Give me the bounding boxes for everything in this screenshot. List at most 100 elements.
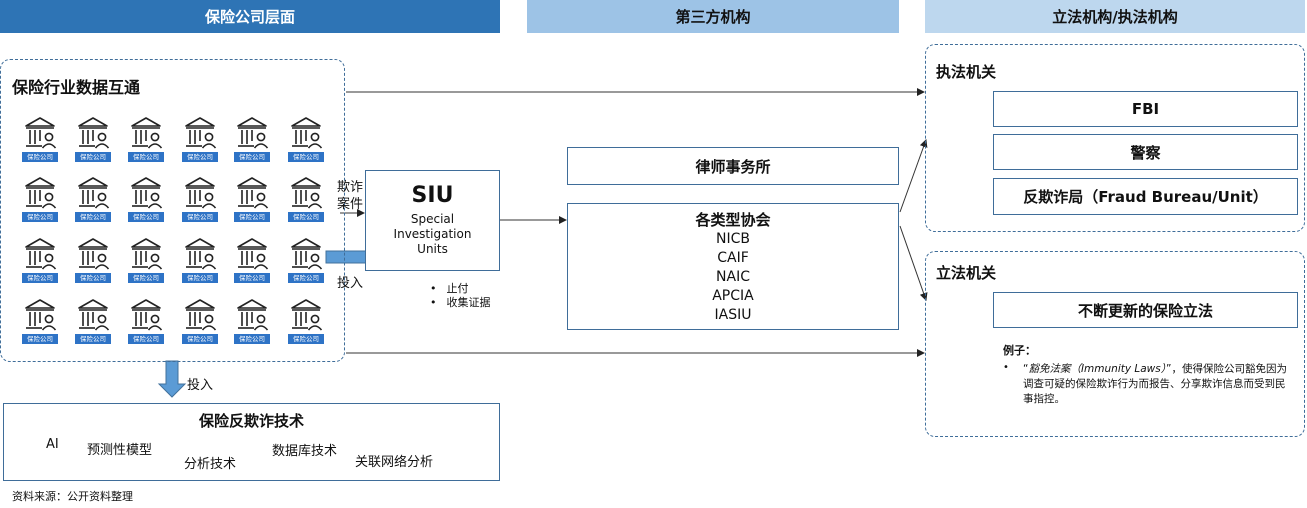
- legislation-example-bullet: •: [1003, 362, 1009, 373]
- insurer-bank-label: 保险公司: [75, 152, 111, 162]
- insurer-bank: 保险公司: [182, 297, 218, 345]
- bank-building-person-icon: [25, 299, 57, 331]
- enforcement-panel: [925, 44, 1305, 232]
- insurer-bank: 保险公司: [128, 236, 164, 284]
- association-nicb: NICB: [716, 231, 750, 247]
- arrow-associations-to-enforcement: [899, 139, 928, 213]
- bank-building-person-icon: [237, 238, 269, 270]
- bank-building-person-icon: [185, 117, 217, 149]
- insurer-bank: 保险公司: [234, 115, 270, 163]
- tech-item-predictive-model: 预测性模型: [87, 443, 153, 458]
- siu-bullet-collect-evidence: •收集证据: [430, 296, 491, 309]
- source-note: 资料来源：公开资料整理: [12, 490, 133, 503]
- bank-building-person-icon: [25, 177, 57, 209]
- tech-item-link-analysis: 关联网络分析: [355, 455, 434, 470]
- insurer-bank: 保险公司: [288, 297, 324, 345]
- insurer-bank-label: 保险公司: [128, 152, 164, 162]
- insurer-bank-label: 保险公司: [182, 212, 218, 222]
- insurer-bank-label: 保险公司: [128, 273, 164, 283]
- insurer-bank-label: 保险公司: [288, 152, 324, 162]
- insurer-bank-label: 保险公司: [22, 212, 58, 222]
- example-open-quote: “: [1023, 363, 1029, 375]
- bank-building-person-icon: [78, 177, 110, 209]
- siu-bullet-stop-payment: •止付: [430, 282, 469, 295]
- legislation-example-title: 例子：: [1003, 344, 1036, 357]
- insurer-bank: 保险公司: [182, 115, 218, 163]
- enforcement-item-fraud-bureau: 反欺诈局（Fraud Bureau/Unit）: [993, 178, 1298, 215]
- association-iasiu: IASIU: [714, 307, 752, 323]
- anti-fraud-tech-box: [3, 403, 500, 481]
- siu-bullets: •止付 •收集证据: [430, 282, 491, 310]
- enforcement-title: 执法机关: [936, 63, 997, 81]
- law-firm-box: 律师事务所: [567, 147, 899, 185]
- legislation-title: 立法机关: [936, 264, 997, 282]
- insurer-panel-title: 保险行业数据互通: [12, 78, 141, 97]
- siu-subtitle-line2: Investigation: [393, 227, 472, 241]
- tech-item-ai: AI: [46, 437, 59, 452]
- tech-item-database: 数据库技术: [272, 444, 338, 459]
- insurer-bank: 保险公司: [234, 175, 270, 223]
- bank-building-person-icon: [237, 177, 269, 209]
- insurer-bank: 保险公司: [75, 236, 111, 284]
- anti-fraud-tech-title: 保险反欺诈技术: [198, 412, 304, 430]
- insurer-bank: 保险公司: [288, 175, 324, 223]
- block-arrow-invest-down: [157, 360, 187, 398]
- siu-subtitle: Special Investigation Units: [366, 212, 499, 257]
- header-legislative-enforcement: 立法机构/执法机构: [925, 0, 1305, 33]
- insurer-bank-label: 保险公司: [182, 273, 218, 283]
- insurer-bank: 保险公司: [128, 175, 164, 223]
- insurer-bank: 保险公司: [234, 236, 270, 284]
- associations-title: 各类型协会: [695, 211, 771, 229]
- bank-building-person-icon: [291, 117, 323, 149]
- insurer-bank-label: 保险公司: [288, 334, 324, 344]
- example-term: 豁免法案（Immunity Laws）: [1028, 363, 1166, 375]
- siu-box: SIU Special Investigation Units: [365, 170, 500, 271]
- insurer-data-sharing-panel: [0, 59, 345, 362]
- insurer-bank-label: 保险公司: [22, 152, 58, 162]
- insurer-bank-label: 保险公司: [182, 334, 218, 344]
- insurer-bank-label: 保险公司: [234, 334, 270, 344]
- insurer-bank: 保险公司: [234, 297, 270, 345]
- insurer-bank: 保险公司: [128, 297, 164, 345]
- bank-building-person-icon: [131, 177, 163, 209]
- legislation-item-updated-laws: 不断更新的保险立法: [993, 292, 1298, 328]
- siu-subtitle-line3: Units: [417, 242, 448, 256]
- siu-subtitle-line1: Special: [410, 212, 455, 226]
- legislation-panel: [925, 251, 1305, 437]
- association-naic: NAIC: [716, 269, 750, 285]
- insurer-bank-label: 保险公司: [75, 212, 111, 222]
- association-caif: CAIF: [717, 250, 749, 266]
- insurer-bank-label: 保险公司: [75, 273, 111, 283]
- bank-building-person-icon: [25, 117, 57, 149]
- bank-building-person-icon: [131, 299, 163, 331]
- bank-building-person-icon: [291, 299, 323, 331]
- insurer-bank-label: 保险公司: [288, 273, 324, 283]
- fraud-case-label: 欺诈 案件: [337, 179, 363, 213]
- bank-building-person-icon: [131, 117, 163, 149]
- insurer-bank-label: 保险公司: [22, 334, 58, 344]
- insurer-bank: 保险公司: [288, 236, 324, 284]
- insurer-bank: 保险公司: [128, 115, 164, 163]
- bank-building-person-icon: [131, 238, 163, 270]
- insurer-bank: 保险公司: [288, 115, 324, 163]
- arrow-associations-to-legislation: [899, 225, 928, 301]
- header-insurer-level: 保险公司层面: [0, 0, 500, 33]
- insurer-bank: 保险公司: [22, 236, 58, 284]
- legislation-example-text: “豁免法案（Immunity Laws）”，使得保险公司豁免因为调查可疑的保险欺…: [1023, 362, 1295, 407]
- header-third-party: 第三方机构: [527, 0, 899, 33]
- insurer-bank: 保险公司: [22, 115, 58, 163]
- bank-building-person-icon: [78, 238, 110, 270]
- enforcement-item-police: 警察: [993, 134, 1298, 170]
- enforcement-item-fbi: FBI: [993, 91, 1298, 127]
- example-description: ”，使得保险公司豁免因为调查可疑的保险欺诈行为而报告、分享欺诈信息而受到民事指控…: [1023, 363, 1287, 405]
- bank-building-person-icon: [291, 238, 323, 270]
- tech-item-analytics: 分析技术: [184, 457, 237, 472]
- insurer-bank-label: 保险公司: [234, 152, 270, 162]
- siu-title: SIU: [411, 183, 454, 208]
- bank-building-person-icon: [78, 117, 110, 149]
- insurer-bank: 保险公司: [182, 175, 218, 223]
- bank-building-person-icon: [185, 177, 217, 209]
- bank-building-person-icon: [185, 238, 217, 270]
- bank-building-person-icon: [25, 238, 57, 270]
- bank-building-person-icon: [237, 299, 269, 331]
